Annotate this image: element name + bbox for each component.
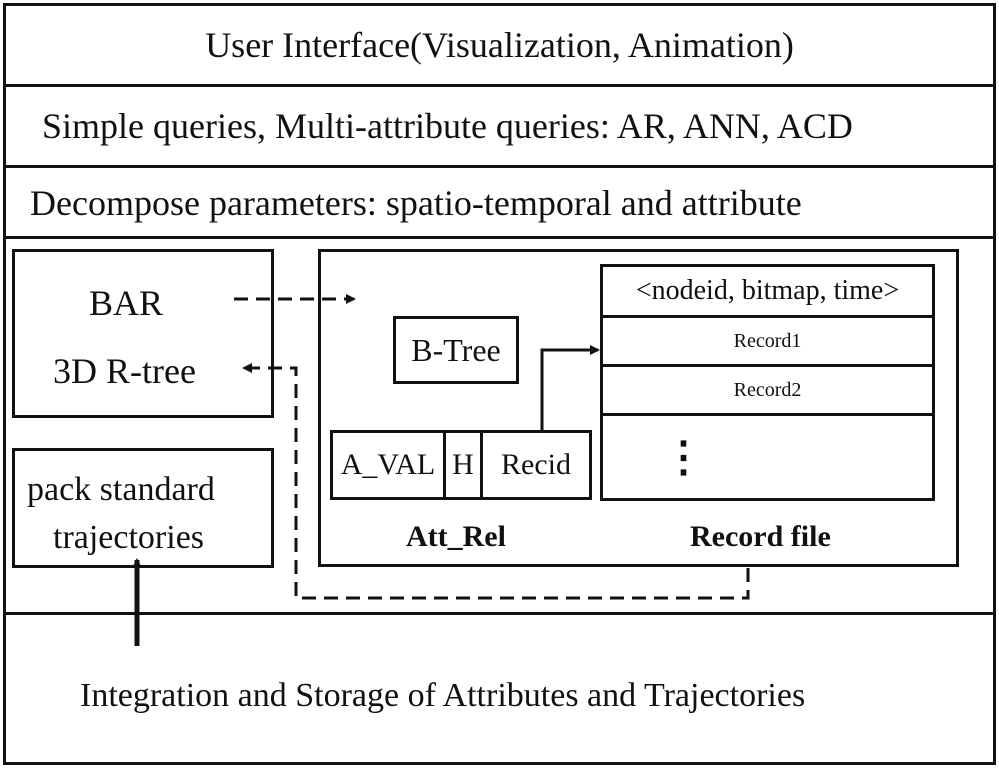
- btree-label: B-Tree: [411, 331, 501, 368]
- layer-decompose: Decompose parameters: spatio-temporal an…: [3, 165, 996, 239]
- layer-user-interface-label: User Interface(Visualization, Animation): [205, 25, 794, 65]
- pack-label-line2: trajectories: [53, 519, 205, 556]
- dashed-path-record-to-rtree: [242, 363, 750, 600]
- record1-label: Record1: [733, 329, 802, 352]
- record-row-1: Record1: [600, 315, 935, 367]
- rtree-label: 3D R-tree: [53, 351, 196, 391]
- arrow-recid-to-record1: [540, 345, 600, 430]
- recid-label: Recid: [501, 448, 571, 481]
- pack-trajectories-box: pack standard trajectories: [12, 448, 274, 568]
- record-ellipsis: ⋮: [662, 435, 705, 481]
- att-rel-cell-recid: Recid: [480, 430, 592, 500]
- record-row-more: ⋮: [600, 413, 935, 501]
- h-label: H: [452, 448, 474, 481]
- btree-box: B-Tree: [393, 316, 519, 384]
- layer-user-interface: User Interface(Visualization, Animation): [3, 3, 996, 87]
- att-rel-caption: Att_Rel: [406, 520, 506, 553]
- record-row-2: Record2: [600, 364, 935, 416]
- record-header-label: <nodeid, bitmap, time>: [635, 275, 900, 306]
- pack-label-line1: pack standard: [27, 471, 215, 508]
- bar-label: BAR: [89, 283, 164, 323]
- layer-queries: Simple queries, Multi-attribute queries:…: [3, 84, 996, 168]
- layer-storage: Integration and Storage of Attributes an…: [3, 612, 996, 765]
- record2-label: Record2: [733, 378, 802, 401]
- layer-queries-label: Simple queries, Multi-attribute queries:…: [42, 106, 853, 146]
- aval-label: A_VAL: [340, 448, 436, 481]
- layer-decompose-label: Decompose parameters: spatio-temporal an…: [30, 183, 802, 223]
- record-file-caption: Record file: [690, 520, 831, 553]
- att-rel-cell-aval: A_VAL: [330, 430, 446, 500]
- layer-storage-label: Integration and Storage of Attributes an…: [80, 677, 806, 714]
- index-structures-box: BAR 3D R-tree: [12, 249, 274, 418]
